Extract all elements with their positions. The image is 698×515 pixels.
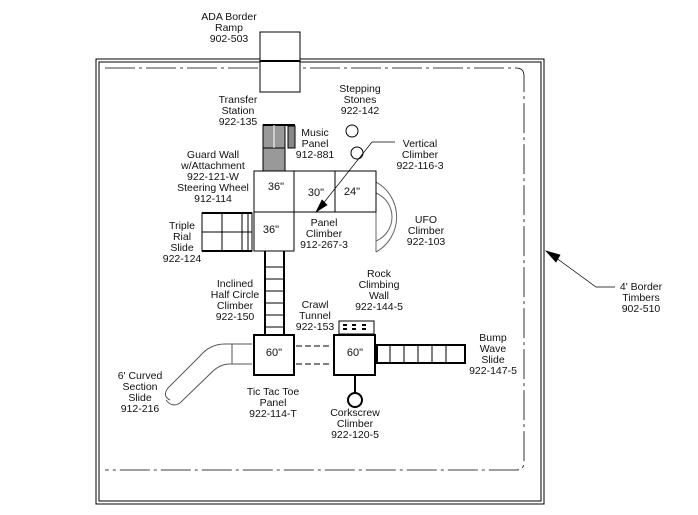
transfer-station	[262, 124, 296, 172]
border-timbers	[95, 58, 545, 505]
deck	[334, 170, 377, 213]
border-timbers-leader	[544, 250, 615, 288]
deck-height-label: 60"	[346, 347, 364, 359]
vertical-climber-leader	[315, 141, 395, 213]
deck	[253, 334, 295, 376]
triple-rail-slide	[201, 212, 253, 252]
bump-wave-slide	[376, 344, 466, 364]
ada-ramp	[259, 31, 301, 93]
music-panel	[287, 125, 296, 149]
deck-height-label: 24"	[343, 186, 361, 198]
deck-height-label: 30"	[307, 187, 325, 199]
inner-boundary	[105, 67, 525, 471]
crawl-tunnel	[296, 345, 332, 365]
inclined-climber	[264, 251, 285, 335]
deck	[293, 170, 336, 213]
curved-section-slide	[164, 343, 252, 406]
stepping-stone	[345, 124, 359, 138]
rock-climbing-wall	[338, 320, 375, 335]
deck-height-label: 36"	[262, 224, 280, 236]
deck	[333, 334, 376, 376]
deck	[253, 211, 295, 252]
deck-height-label: 60"	[265, 347, 283, 359]
ufo-climber	[375, 181, 398, 253]
stepping-stone	[350, 146, 364, 160]
corkscrew-climber	[347, 375, 363, 408]
deck-height-label: 36"	[267, 181, 285, 193]
